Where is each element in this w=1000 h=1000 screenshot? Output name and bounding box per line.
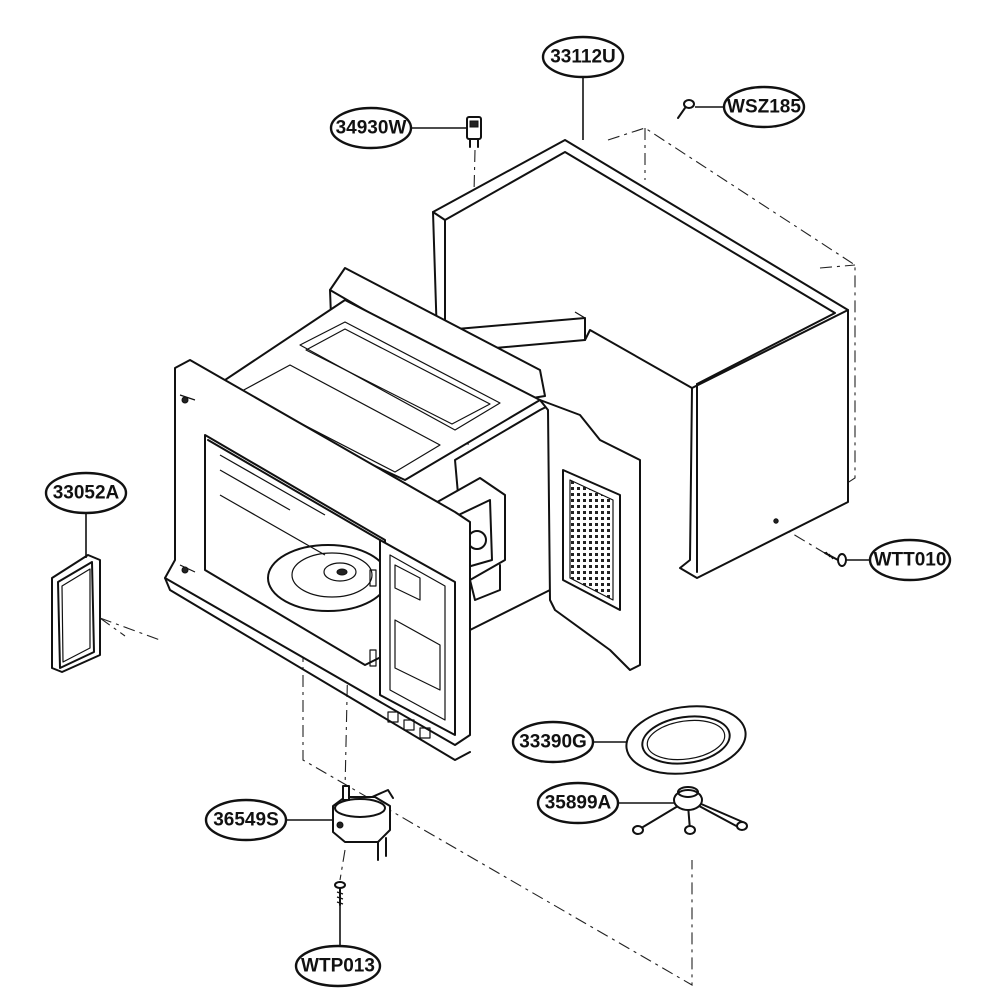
- part-number: 33112U: [550, 47, 616, 68]
- part-number: 33052A: [53, 483, 120, 504]
- callout-33390G: 33390G: [511, 720, 595, 764]
- callout-WTP013: WTP013: [294, 944, 382, 988]
- part-number: WSZ185: [727, 97, 801, 118]
- part-number: 35899A: [545, 793, 612, 814]
- screw-side-icon: [824, 551, 847, 567]
- roller-rest-icon: [632, 786, 748, 835]
- cavity-chassis-icon: [164, 267, 641, 761]
- lamp-cover-icon: [51, 554, 101, 673]
- callout-33112U: 33112U: [541, 35, 625, 79]
- turntable-motor-icon: [332, 785, 394, 861]
- screw-motor-icon: [334, 881, 346, 906]
- callout-35899A: 35899A: [536, 781, 620, 825]
- vent-grille: [569, 479, 614, 601]
- part-number: 36549S: [213, 810, 279, 831]
- part-number: WTT010: [874, 550, 947, 571]
- callout-36549S: 36549S: [204, 798, 288, 842]
- callout-WTT010: WTT010: [868, 538, 952, 582]
- glass-tray-icon: [625, 705, 747, 775]
- switch-icon: [466, 116, 482, 148]
- part-number: 34930W: [336, 118, 407, 139]
- callout-34930W: 34930W: [329, 106, 413, 150]
- outer-case-icon: [432, 139, 849, 579]
- part-number: WTP013: [301, 956, 375, 977]
- part-number: 33390G: [519, 732, 587, 753]
- callout-33052A: 33052A: [44, 471, 128, 515]
- screw-top-icon: [677, 99, 695, 119]
- callout-WSZ185: WSZ185: [722, 85, 806, 129]
- leader-lines: [85, 78, 870, 948]
